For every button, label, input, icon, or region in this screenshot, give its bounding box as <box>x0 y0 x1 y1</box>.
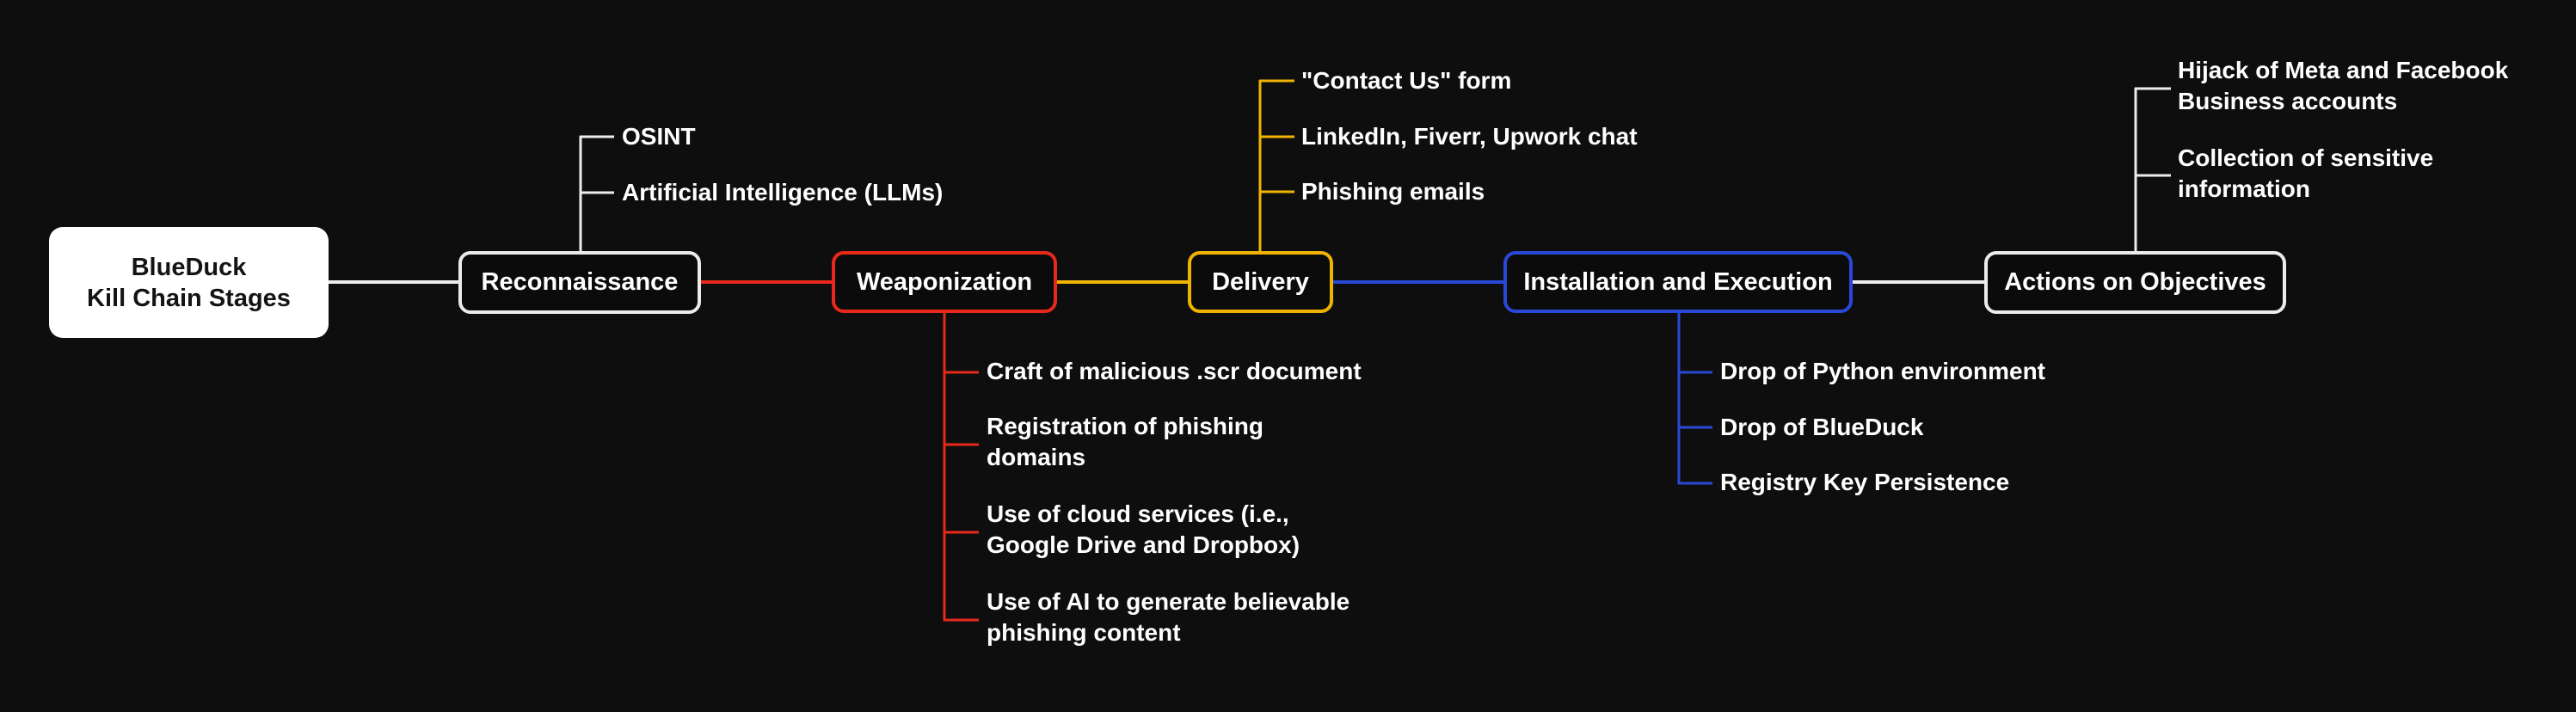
leaf-text: Drop of BlueDuck <box>1720 414 1924 440</box>
stage-reconnaissance[interactable]: Reconnaissance <box>458 251 701 314</box>
leaf-text-line2: Business accounts <box>2178 88 2398 114</box>
stage-actions-on-objectives[interactable]: Actions on Objectives <box>1984 251 2286 314</box>
leaf-ai-phishing-content: Use of AI to generate believable phishin… <box>987 586 1349 648</box>
leaf-text: Phishing emails <box>1301 178 1485 205</box>
stage-installation-and-execution[interactable]: Installation and Execution <box>1503 251 1853 313</box>
leaf-drop-python: Drop of Python environment <box>1720 356 2045 387</box>
branch-weaponization <box>943 312 979 622</box>
leaf-text-line2: phishing content <box>987 619 1181 646</box>
leaf-text-line2: domains <box>987 444 1086 470</box>
stage-label: Actions on Objectives <box>2004 268 2266 296</box>
leaf-registry-persistence: Registry Key Persistence <box>1720 467 2009 498</box>
leaf-text: Drop of Python environment <box>1720 358 2045 384</box>
leaf-text-line1: Use of AI to generate believable <box>987 588 1350 615</box>
leaf-text: LinkedIn, Fiverr, Upwork chat <box>1301 123 1638 150</box>
leaf-collection-sensitive-info: Collection of sensitive information <box>2178 143 2433 205</box>
leaf-hijack-meta-facebook: Hijack of Meta and Facebook Business acc… <box>2178 55 2508 117</box>
leaf-text-line1: Hijack of Meta and Facebook <box>2178 57 2509 83</box>
leaf-cloud-services: Use of cloud services (i.e., Google Driv… <box>987 499 1300 561</box>
branch-actions <box>2134 87 2171 251</box>
branch-delivery <box>1258 79 1294 251</box>
stage-weaponization[interactable]: Weaponization <box>832 251 1057 313</box>
leaf-phishing-emails: Phishing emails <box>1301 176 1485 207</box>
stage-label: Reconnaissance <box>481 268 679 296</box>
leaf-text: Craft of malicious .scr document <box>987 358 1362 384</box>
leaf-text-line1: Use of cloud services (i.e., <box>987 500 1289 527</box>
root-subtitle: Kill Chain Stages <box>87 284 291 312</box>
leaf-text: "Contact Us" form <box>1301 67 1512 94</box>
branch-installation <box>1677 312 1712 485</box>
leaf-linkedin-fiverr-upwork: LinkedIn, Fiverr, Upwork chat <box>1301 121 1638 152</box>
leaf-text-line1: Registration of phishing <box>987 413 1263 439</box>
leaf-text: Registry Key Persistence <box>1720 469 2010 495</box>
leaf-text: Artificial Intelligence (LLMs) <box>622 179 944 206</box>
leaf-text: OSINT <box>622 123 696 150</box>
stage-label: Delivery <box>1212 267 1309 296</box>
leaf-craft-scr-document: Craft of malicious .scr document <box>987 356 1362 387</box>
leaf-text-line1: Collection of sensitive <box>2178 144 2434 171</box>
root-node: BlueDuck Kill Chain Stages <box>49 227 329 338</box>
leaf-osint: OSINT <box>622 121 696 152</box>
stage-label: Installation and Execution <box>1523 267 1833 296</box>
leaf-contact-us-form: "Contact Us" form <box>1301 65 1511 96</box>
leaf-text-line2: information <box>2178 175 2310 202</box>
leaf-drop-blueduck: Drop of BlueDuck <box>1720 412 1923 443</box>
leaf-phishing-domains: Registration of phishing domains <box>987 411 1263 473</box>
root-title: BlueDuck <box>131 253 247 281</box>
stage-label: Weaponization <box>856 267 1033 296</box>
leaf-text-line2: Google Drive and Dropbox) <box>987 531 1300 558</box>
stage-delivery[interactable]: Delivery <box>1188 251 1333 313</box>
branch-reconnaissance <box>579 135 614 251</box>
leaf-artificial-intelligence: Artificial Intelligence (LLMs) <box>622 177 943 208</box>
